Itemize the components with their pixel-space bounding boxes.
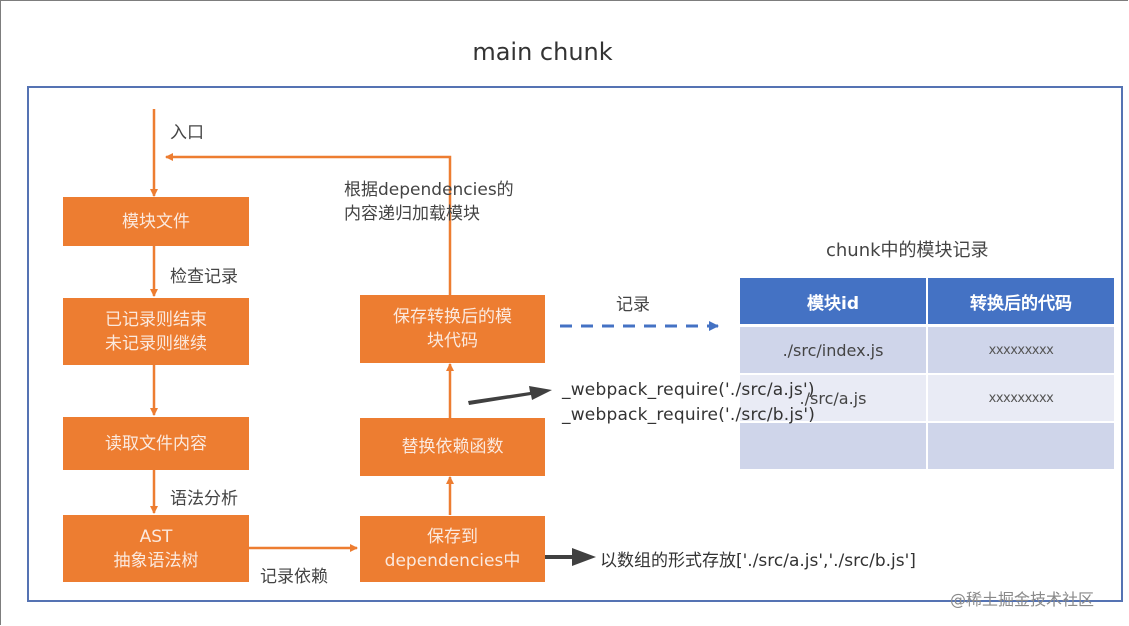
table-row: ./src/a.js xxxxxxxxx	[740, 374, 1114, 423]
table-header-row: 模块id 转换后的代码	[740, 278, 1114, 327]
recursive-load-line2: 内容递归加载模块	[344, 204, 480, 224]
syntax-analysis-label: 语法分析	[170, 489, 238, 509]
record-label: 记录	[616, 295, 650, 315]
module-table-title: chunk中的模块记录	[826, 240, 989, 261]
box-record-check-line2: 未记录则继续	[105, 333, 207, 354]
box-ast[interactable]: AST 抽象语法树	[63, 515, 249, 582]
cell-code: xxxxxxxxx	[927, 374, 1114, 423]
box-replace-deps-function[interactable]: 替换依赖函数	[360, 418, 545, 476]
cell-code	[927, 422, 1114, 471]
cell-module-id	[740, 422, 928, 471]
cell-module-id: ./src/a.js	[740, 374, 928, 423]
require-line-b: _webpack_require('./src/b.js')	[562, 405, 816, 425]
box-record-check-line1: 已记录则结束	[105, 309, 207, 330]
box-module-file[interactable]: 模块文件	[63, 197, 249, 246]
box-record-check[interactable]: 已记录则结束 未记录则继续	[63, 298, 249, 365]
check-record-label: 检查记录	[170, 267, 238, 287]
recursive-load-label: 根据dependencies的 内容递归加载模块	[344, 178, 514, 226]
box-read-file[interactable]: 读取文件内容	[63, 417, 249, 470]
box-ast-line1: AST	[139, 526, 173, 547]
box-module-file-text: 模块文件	[122, 211, 190, 232]
box-save-transformed-code[interactable]: 保存转换后的模 块代码	[360, 295, 545, 363]
table-row	[740, 422, 1114, 471]
table-row: ./src/index.js xxxxxxxxx	[740, 325, 1114, 375]
box-save-transformed-line1: 保存转换后的模	[393, 307, 512, 327]
diagram-title: main chunk	[472, 38, 613, 66]
record-deps-label: 记录依赖	[260, 567, 328, 587]
box-save-to-dependencies[interactable]: 保存到 dependencies中	[360, 516, 545, 582]
watermark: @稀土掘金技术社区	[950, 590, 1095, 609]
box-save-deps-line1: 保存到	[427, 527, 478, 547]
box-save-transformed-line2: 块代码	[427, 331, 478, 351]
box-ast-line2: 抽象语法树	[113, 550, 199, 571]
require-line-a: _webpack_require('./src/a.js')	[562, 380, 815, 400]
main-chunk-frame	[27, 86, 1123, 602]
recursive-load-line1: 根据dependencies的	[344, 180, 514, 200]
header-transformed-code: 转换后的代码	[927, 278, 1114, 327]
array-storage-note: 以数组的形式存放['./src/a.js','./src/b.js']	[600, 551, 916, 571]
cell-module-id: ./src/index.js	[740, 325, 928, 375]
box-save-deps-line2: dependencies中	[384, 551, 521, 571]
box-replace-deps-text: 替换依赖函数	[401, 437, 504, 457]
entry-label: 入口	[170, 123, 204, 143]
cell-code: xxxxxxxxx	[927, 325, 1114, 375]
box-read-file-text: 读取文件内容	[105, 433, 207, 454]
module-record-table: 模块id 转换后的代码 ./src/index.js xxxxxxxxx ./s…	[740, 278, 1114, 471]
header-module-id: 模块id	[740, 278, 928, 327]
